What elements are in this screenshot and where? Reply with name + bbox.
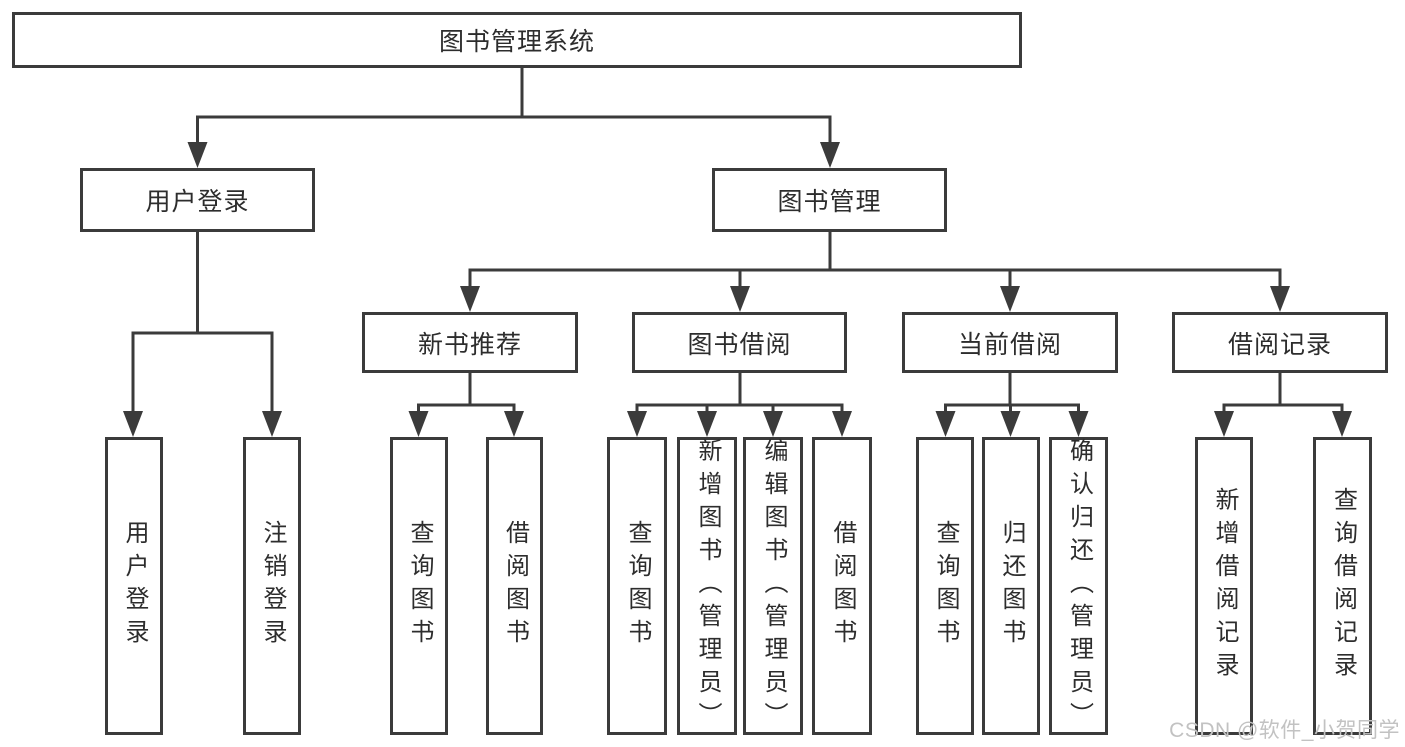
node-book-borrowing-label: 图书借阅 — [687, 330, 792, 359]
node-book-management: 图书管理 — [712, 168, 947, 232]
leaf-query-borrow-record-label: 查询借阅记录 — [1329, 487, 1357, 685]
csdn-watermark: CSDN @软件_小贺同学 — [1169, 719, 1400, 742]
node-new-book-recommend-label: 新书推荐 — [417, 330, 522, 359]
leaf-user-login: 用户登录 — [105, 437, 163, 735]
leaf-borrow-books-borrowing: 借阅图书 — [812, 437, 872, 735]
leaf-confirm-return-admin: 确认归还（管理员） — [1049, 437, 1108, 735]
node-current-borrowing-label: 当前借阅 — [957, 330, 1062, 359]
leaf-edit-books-admin-label: 编辑图书（管理员） — [760, 437, 787, 735]
leaf-logout-label: 注销登录 — [259, 520, 286, 652]
leaf-user-login-label: 用户登录 — [121, 520, 148, 652]
node-new-book-recommend: 新书推荐 — [362, 312, 578, 373]
leaf-logout: 注销登录 — [243, 437, 301, 735]
leaf-query-books-borrowing-label: 查询图书 — [624, 520, 651, 652]
node-borrowing-records-label: 借阅记录 — [1227, 330, 1332, 359]
node-current-borrowing: 当前借阅 — [902, 312, 1118, 373]
leaf-add-borrow-record: 新增借阅记录 — [1195, 437, 1253, 735]
node-book-borrowing: 图书借阅 — [632, 312, 847, 373]
node-book-management-label: 图书管理 — [777, 188, 882, 216]
node-root-system: 图书管理系统 — [12, 12, 1022, 68]
node-root-system-label: 图书管理系统 — [438, 28, 595, 56]
node-borrowing-records: 借阅记录 — [1172, 312, 1388, 373]
leaf-query-books-current: 查询图书 — [916, 437, 974, 735]
leaf-query-books-recommend: 查询图书 — [390, 437, 448, 735]
leaf-confirm-return-admin-label: 确认归还（管理员） — [1065, 437, 1093, 735]
node-user-login-label: 用户登录 — [145, 188, 250, 216]
node-user-login: 用户登录 — [80, 168, 315, 232]
leaf-borrow-books-borrowing-label: 借阅图书 — [829, 520, 856, 652]
leaf-add-books-admin: 新增图书（管理员） — [677, 437, 737, 735]
leaf-return-books: 归还图书 — [982, 437, 1040, 735]
leaf-query-books-recommend-label: 查询图书 — [406, 520, 433, 652]
leaf-add-books-admin-label: 新增图书（管理员） — [694, 437, 721, 735]
leaf-query-books-borrowing: 查询图书 — [607, 437, 667, 735]
leaf-borrow-books-recommend: 借阅图书 — [486, 437, 543, 735]
leaf-return-books-label: 归还图书 — [998, 520, 1025, 652]
leaf-add-borrow-record-label: 新增借阅记录 — [1211, 487, 1238, 685]
leaf-edit-books-admin: 编辑图书（管理员） — [743, 437, 803, 735]
leaf-query-books-current-label: 查询图书 — [932, 520, 959, 652]
leaf-query-borrow-record: 查询借阅记录 — [1313, 437, 1372, 735]
leaf-borrow-books-recommend-label: 借阅图书 — [501, 520, 529, 652]
